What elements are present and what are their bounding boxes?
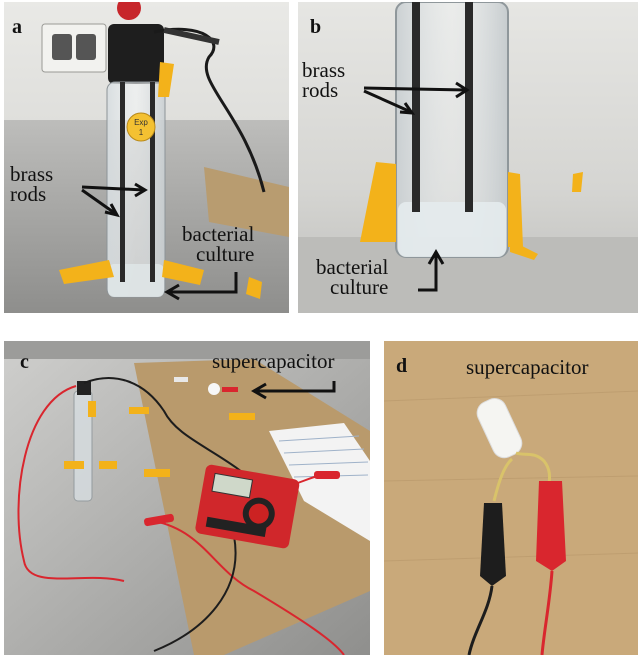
brass-rod bbox=[465, 2, 473, 212]
tag-text-1: Exp bbox=[134, 118, 148, 127]
panel-a-photo: Exp 1 bbox=[4, 2, 289, 313]
panel-label-d: d bbox=[396, 355, 408, 377]
tape bbox=[162, 260, 204, 285]
arrow bbox=[251, 381, 336, 400]
black-clip bbox=[480, 503, 506, 586]
supercapacitor bbox=[476, 398, 523, 459]
panel-label-c: c bbox=[20, 351, 29, 373]
supercapacitor-label: supercapacitor bbox=[466, 355, 589, 379]
tape bbox=[144, 469, 170, 477]
panel-b-photo bbox=[298, 2, 638, 313]
supercapacitor-label: supercapacitor bbox=[212, 349, 335, 373]
arrow bbox=[81, 182, 238, 301]
brass-rod bbox=[150, 82, 155, 282]
brass-rod bbox=[120, 82, 125, 282]
tape bbox=[360, 162, 396, 242]
tape bbox=[572, 172, 583, 192]
arrow bbox=[363, 81, 470, 292]
bacterial-culture-label: bacterial culture bbox=[182, 222, 255, 266]
panel-label-a: a bbox=[12, 16, 22, 38]
brass-rod bbox=[412, 2, 420, 212]
panel-c-photo bbox=[4, 341, 370, 655]
panel-label-b: b bbox=[310, 16, 322, 38]
red-clip bbox=[536, 481, 566, 571]
tape bbox=[508, 172, 523, 247]
tape bbox=[129, 407, 149, 414]
tape bbox=[59, 260, 114, 284]
red-clip bbox=[144, 513, 174, 527]
tape bbox=[246, 277, 262, 299]
panel-c: c supercapacitor bbox=[4, 341, 370, 655]
tape bbox=[229, 413, 255, 420]
tape bbox=[64, 461, 84, 469]
panel-d: d supercapacitor bbox=[384, 341, 638, 655]
tape bbox=[88, 401, 96, 417]
tag-text-2: 1 bbox=[139, 128, 144, 137]
tape bbox=[158, 62, 174, 97]
tape bbox=[99, 461, 117, 469]
red-cap-icon bbox=[117, 2, 141, 20]
multimeter bbox=[195, 464, 300, 549]
red-clip bbox=[314, 471, 340, 479]
tape bbox=[510, 240, 538, 260]
supercapacitor-small bbox=[208, 383, 220, 395]
panel-d-photo bbox=[384, 341, 638, 655]
bacterial-culture-label: bacterial culture bbox=[316, 255, 389, 299]
